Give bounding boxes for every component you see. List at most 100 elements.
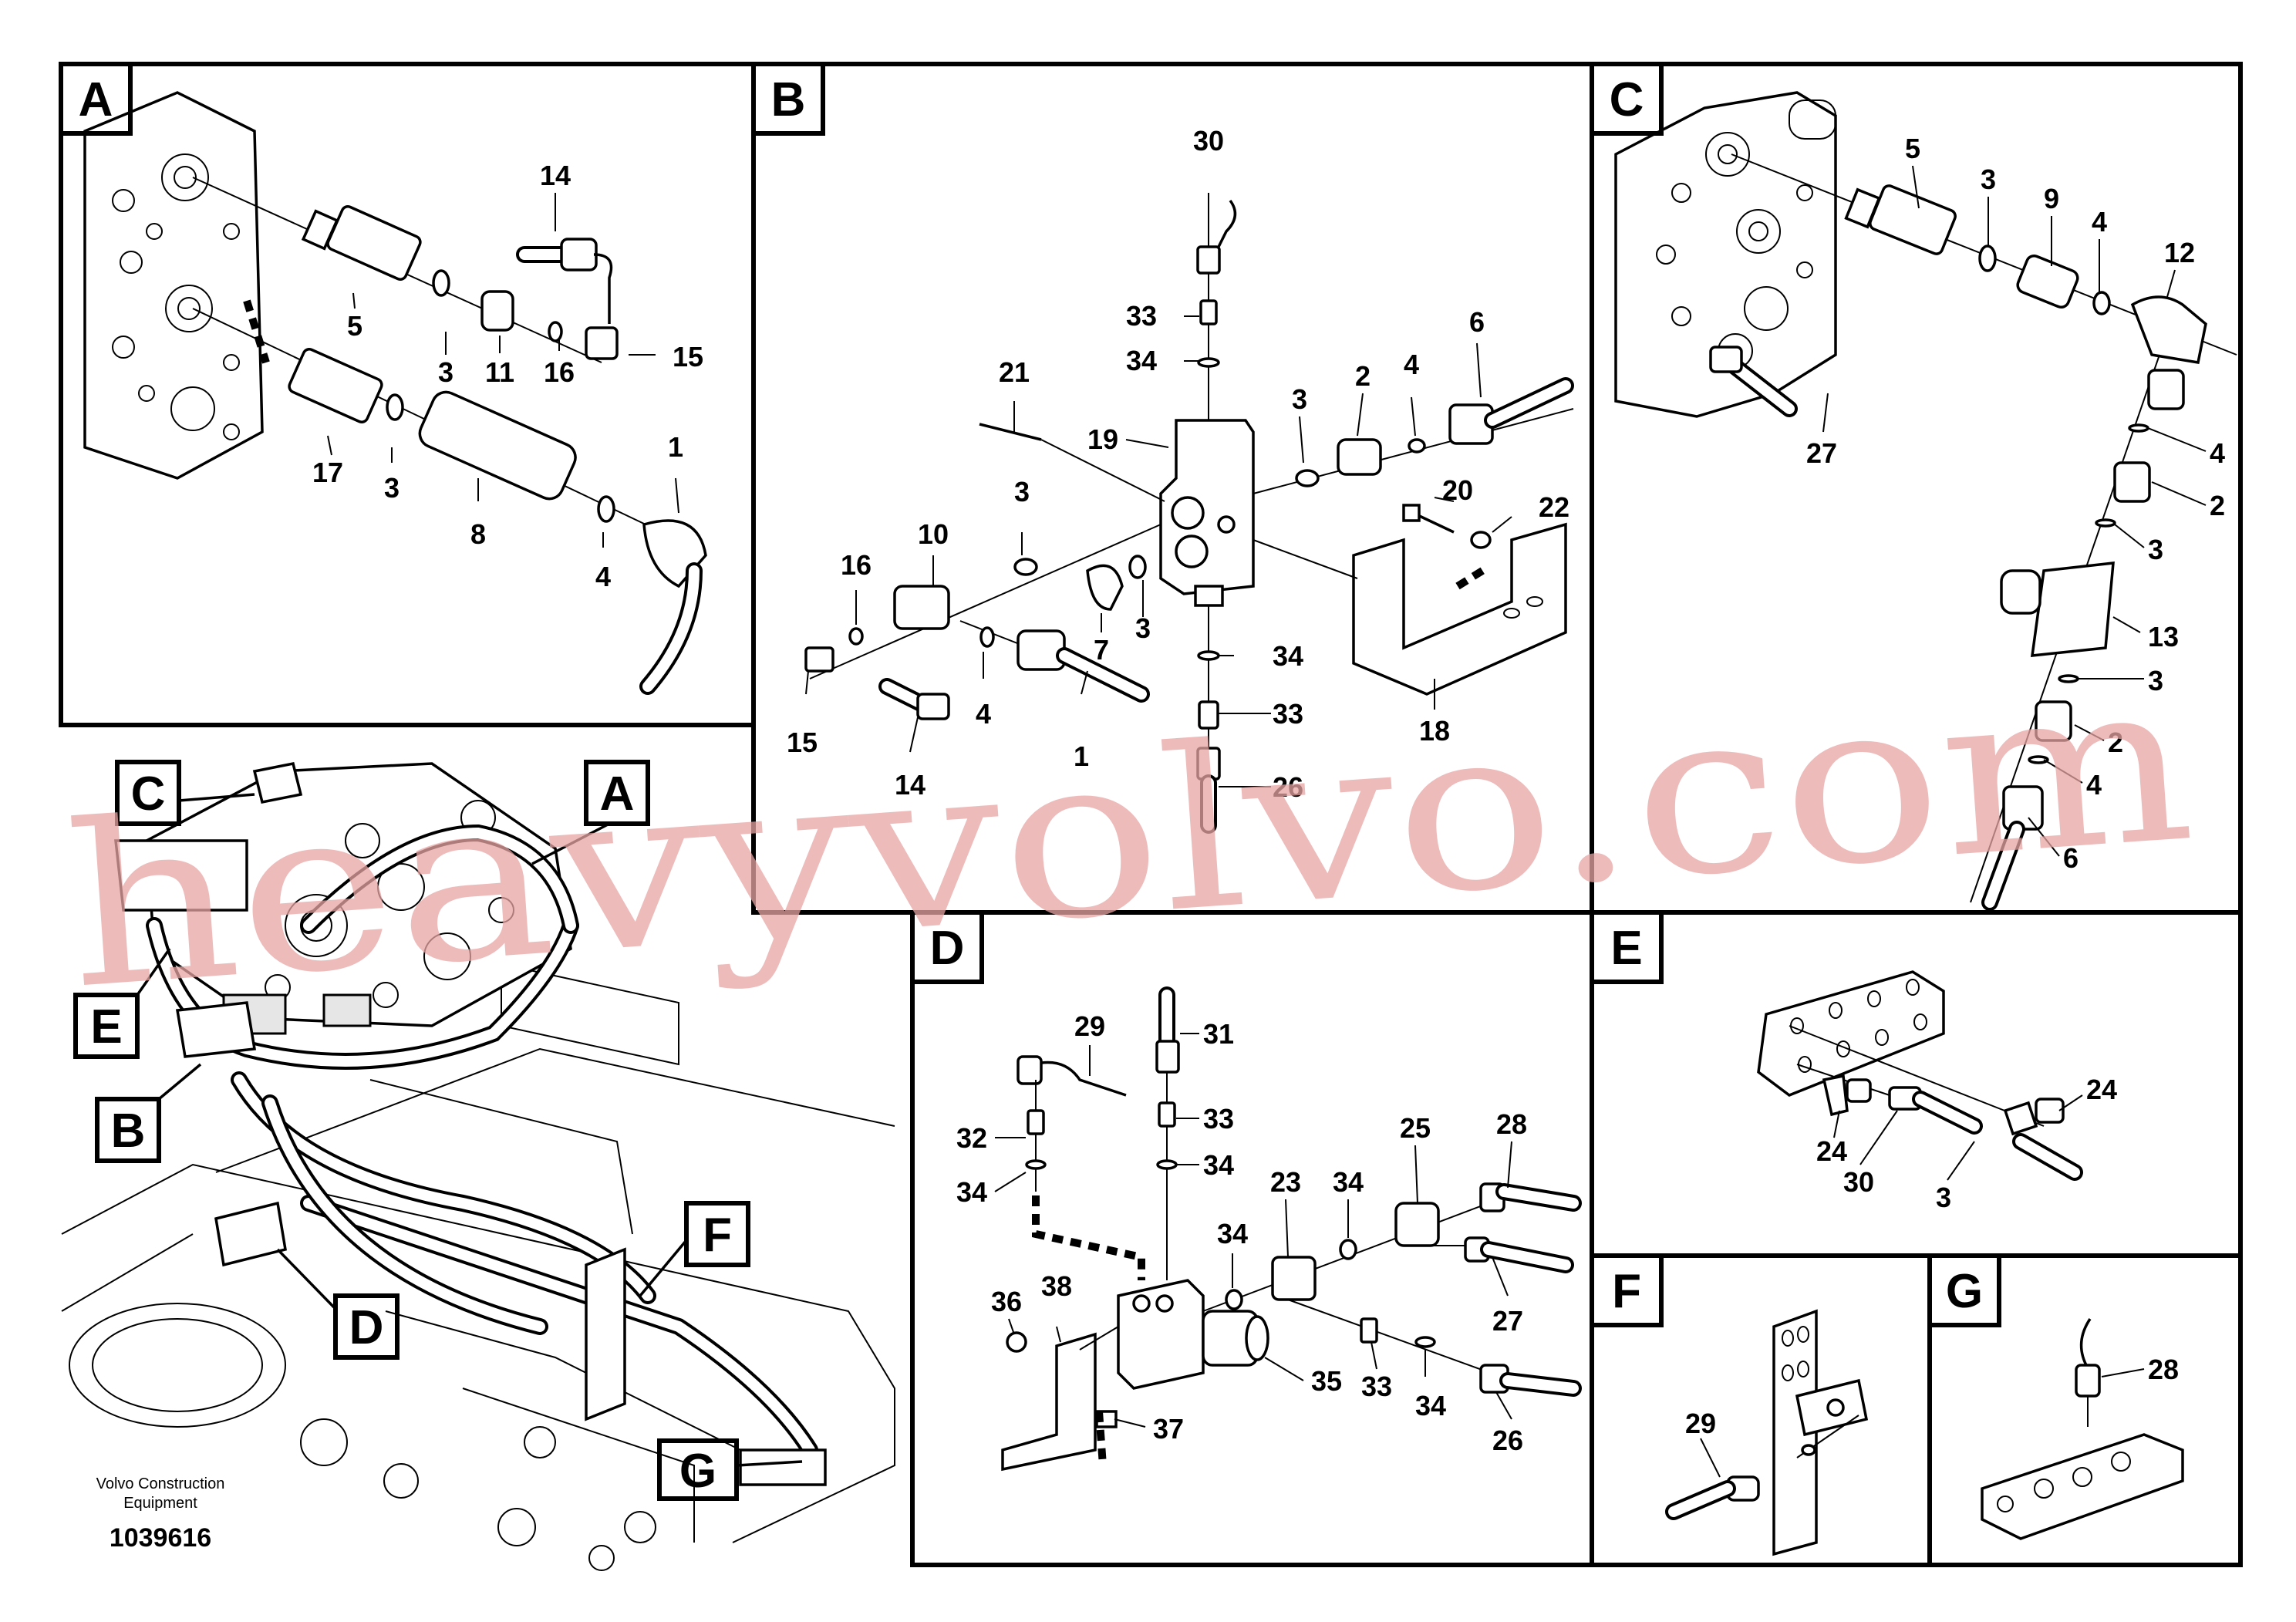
svg-text:B: B — [771, 73, 806, 126]
callout-b-16: 16 — [841, 549, 872, 581]
panel-a-frame — [59, 62, 756, 727]
callout-c-12: 12 — [2164, 237, 2195, 268]
panel-label-b: B — [751, 62, 825, 136]
overview-label-b: B — [95, 1097, 161, 1163]
callout-c-4: 4 — [2092, 206, 2107, 238]
panel-e-callouts: 24 24 30 3 — [1816, 1074, 2117, 1213]
svg-text:A: A — [600, 767, 635, 821]
callout-d-35: 35 — [1311, 1365, 1342, 1397]
callout-b-6: 6 — [1469, 306, 1485, 338]
panel-d-callouts: 29 31 32 33 34 34 28 25 34 23 34 36 38 3… — [956, 1010, 1527, 1456]
svg-text:B: B — [111, 1104, 146, 1158]
callout-d-34d: 34 — [1217, 1218, 1248, 1249]
callout-b-33: 33 — [1126, 300, 1157, 332]
callout-b-19: 19 — [1087, 423, 1118, 455]
brand-line-2: Equipment — [123, 1495, 197, 1512]
callout-b-26: 26 — [1273, 771, 1303, 803]
callout-a-16: 16 — [544, 356, 575, 388]
overview-drawing — [61, 761, 895, 1571]
drawing-number: 1039616 — [110, 1523, 211, 1553]
callout-a-5: 5 — [347, 310, 362, 342]
callout-f-29: 29 — [1685, 1408, 1716, 1439]
callout-e-30: 30 — [1843, 1166, 1874, 1198]
panel-b-callouts: 30 33 34 21 19 3 2 4 6 10 16 3 20 22 7 3… — [787, 125, 1569, 803]
callout-a-11: 11 — [485, 356, 514, 388]
svg-text:G: G — [1946, 1265, 1983, 1318]
callout-b-33b: 33 — [1273, 698, 1303, 730]
callout-d-32: 32 — [956, 1122, 987, 1154]
callout-a-8: 8 — [470, 518, 486, 550]
callout-b-4b: 4 — [976, 698, 991, 730]
callout-a-17: 17 — [312, 457, 343, 488]
svg-text:D: D — [349, 1301, 384, 1354]
overview-label-c: C — [115, 760, 181, 826]
callout-d-27: 27 — [1492, 1305, 1523, 1337]
callout-d-37: 37 — [1153, 1413, 1184, 1445]
overview-callouts: C A E B F D G — [73, 760, 803, 1501]
panel-c-drawing — [1614, 91, 2237, 911]
panel-a-drawing — [83, 91, 707, 695]
callout-c-2: 2 — [2210, 490, 2225, 521]
callout-c-4c: 4 — [2086, 769, 2102, 801]
callout-e-24: 24 — [2086, 1074, 2117, 1105]
callout-b-3b: 3 — [1014, 476, 1030, 508]
callout-d-29: 29 — [1074, 1010, 1105, 1042]
panel-label-c: C — [1590, 62, 1664, 136]
callout-c-3: 3 — [1981, 164, 1996, 195]
panel-label-f: F — [1590, 1253, 1664, 1327]
callout-b-34b: 34 — [1273, 640, 1303, 672]
callout-b-22: 22 — [1539, 491, 1569, 523]
overview-label-f: F — [684, 1201, 750, 1267]
callout-c-6: 6 — [2063, 842, 2079, 874]
panel-f-drawing — [1665, 1309, 1869, 1556]
panel-d-drawing — [1001, 986, 1582, 1472]
callout-d-36: 36 — [991, 1286, 1022, 1317]
panel-e-drawing — [1757, 970, 2083, 1181]
callout-b-3: 3 — [1292, 383, 1307, 415]
overview-label-d: D — [333, 1293, 400, 1360]
callout-d-28: 28 — [1496, 1108, 1527, 1140]
panel-g-frame — [1927, 1253, 2243, 1567]
callout-b-21: 21 — [999, 356, 1030, 388]
callout-a-15: 15 — [673, 341, 703, 373]
callout-d-34c: 34 — [1333, 1166, 1364, 1198]
callout-d-26: 26 — [1492, 1425, 1523, 1456]
svg-text:E: E — [90, 1000, 122, 1054]
callout-c-3b: 3 — [2148, 534, 2163, 565]
panel-label-a: A — [59, 62, 133, 136]
callout-c-5: 5 — [1905, 133, 1920, 164]
panel-label-g: G — [1927, 1253, 2001, 1327]
panel-label-e: E — [1590, 910, 1664, 984]
svg-text:G: G — [679, 1445, 716, 1498]
overview-label-g: G — [657, 1438, 739, 1501]
callout-a-3b: 3 — [384, 472, 400, 504]
callout-b-30: 30 — [1193, 125, 1224, 157]
callout-b-18: 18 — [1419, 715, 1450, 747]
brand-line-1: Volvo Construction — [96, 1475, 225, 1492]
callout-e-24b: 24 — [1816, 1135, 1847, 1167]
svg-text:F: F — [1612, 1265, 1641, 1318]
svg-text:F: F — [703, 1209, 732, 1262]
callout-d-34b: 34 — [1203, 1149, 1234, 1181]
callout-b-7: 7 — [1094, 634, 1109, 666]
callout-c-9: 9 — [2044, 183, 2059, 214]
callout-d-33: 33 — [1203, 1103, 1234, 1135]
panel-g-callouts: 28 — [2101, 1354, 2179, 1385]
callout-c-3c: 3 — [2148, 665, 2163, 696]
callout-g-28: 28 — [2148, 1354, 2179, 1385]
callout-d-38: 38 — [1041, 1270, 1072, 1302]
callout-b-10: 10 — [918, 518, 949, 550]
callout-c-2b: 2 — [2108, 727, 2123, 758]
panel-a-callouts: 14 5 3 11 16 15 17 3 8 4 1 — [312, 160, 703, 592]
callout-c-13: 13 — [2148, 621, 2179, 653]
callout-d-33b: 33 — [1361, 1371, 1392, 1402]
panel-f-callouts: 29 — [1685, 1408, 1721, 1478]
callout-b-2: 2 — [1355, 360, 1371, 392]
callout-d-25: 25 — [1400, 1112, 1431, 1144]
panel-c-callouts: 5 3 9 4 12 27 4 2 3 13 3 2 4 6 — [1806, 133, 2225, 874]
callout-a-4: 4 — [595, 561, 611, 592]
callout-b-20: 20 — [1442, 474, 1473, 506]
callout-b-1: 1 — [1074, 740, 1089, 772]
callout-b-4: 4 — [1404, 349, 1419, 380]
